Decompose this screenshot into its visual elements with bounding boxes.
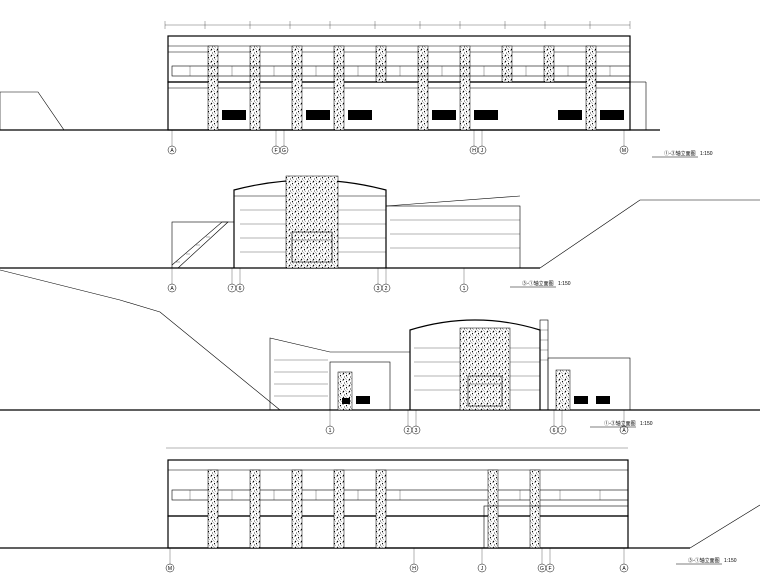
main-hall-outline bbox=[409, 319, 541, 410]
elevation-scale: 1:150 bbox=[700, 151, 713, 157]
axis-tag: 1 bbox=[463, 286, 466, 292]
axis-tag: J bbox=[481, 148, 484, 154]
axis-tag: G bbox=[540, 566, 544, 572]
elevation-1: A F G H J M ①-③轴立面图 1:150 bbox=[0, 21, 713, 158]
axis-tag: J bbox=[481, 566, 484, 572]
axis-tag: F bbox=[274, 148, 277, 154]
axis-tag: F bbox=[548, 566, 551, 572]
axis-tag: A bbox=[170, 148, 174, 154]
elevation-title: ①-③轴立面图 bbox=[604, 420, 636, 427]
stone-piers bbox=[207, 469, 541, 549]
axis-tag: G bbox=[282, 148, 286, 154]
axis-tag: 6 bbox=[553, 428, 556, 434]
axis-tag: H bbox=[412, 566, 416, 572]
terrain-slope-left bbox=[0, 269, 281, 411]
axis-tag: 2 bbox=[407, 428, 410, 434]
elevation-title: ③-①轴立面图 bbox=[688, 557, 720, 564]
elevation-scale: 1:150 bbox=[558, 281, 571, 287]
elevation-4: M H J G F A ③-①轴立面图 1:150 bbox=[0, 447, 760, 573]
siding-lines bbox=[414, 347, 540, 391]
terrain-slope-right bbox=[689, 504, 760, 549]
axis-line-group bbox=[169, 548, 625, 564]
axis-tag: A bbox=[622, 428, 626, 434]
right-wing bbox=[483, 505, 629, 549]
chimney-ladder bbox=[539, 319, 549, 411]
upper-wall bbox=[167, 35, 631, 83]
axis-line-group bbox=[329, 410, 625, 426]
window-strip-mullions bbox=[189, 490, 601, 500]
axis-tag: 6 bbox=[239, 286, 242, 292]
elevation-scale: 1:150 bbox=[724, 558, 737, 564]
lower-wall bbox=[167, 81, 631, 131]
axis-tag: 7 bbox=[561, 428, 564, 434]
axis-tag: H bbox=[472, 148, 476, 154]
axis-tag: M bbox=[168, 566, 172, 572]
elevation-title: ①-③轴立面图 bbox=[664, 150, 696, 157]
axis-bubble-group: 1 2 3 6 7 A bbox=[325, 425, 629, 435]
axis-bubble-group: M H J G F A bbox=[165, 563, 629, 573]
axis-tag: A bbox=[170, 286, 174, 292]
dimension-ticks bbox=[164, 21, 631, 29]
elevation-title: ③-①轴立面图 bbox=[522, 280, 554, 287]
axis-bubble-group: A 7 6 3 2 1 bbox=[167, 283, 469, 293]
axis-line-group bbox=[171, 268, 465, 284]
stone-tower bbox=[459, 327, 511, 411]
axis-tag: M bbox=[622, 148, 626, 154]
windows-lower bbox=[222, 110, 624, 120]
axis-tag: 7 bbox=[231, 286, 234, 292]
elevation-3: 1 2 3 6 7 A ①-③轴立面图 1:150 bbox=[0, 269, 760, 435]
terrain-slope-left bbox=[0, 91, 65, 131]
upper-wall bbox=[167, 459, 629, 517]
elevation-scale: 1:150 bbox=[640, 421, 653, 427]
siding-lines bbox=[274, 359, 328, 397]
axis-tag: 3 bbox=[415, 428, 418, 434]
stone-tower bbox=[285, 175, 339, 269]
siding-lines bbox=[240, 209, 520, 253]
terrain-slope-right bbox=[539, 199, 760, 269]
axis-tag: A bbox=[622, 566, 626, 572]
exterior-stair bbox=[171, 221, 229, 269]
axis-bubble-group: A F G H J M bbox=[167, 145, 629, 155]
window-strip-upper bbox=[171, 65, 631, 77]
axis-tag: 1 bbox=[329, 428, 332, 434]
axis-tag: 2 bbox=[385, 286, 388, 292]
elevation-2: A 7 6 3 2 1 ③-①轴立面图 1:150 bbox=[0, 175, 760, 293]
lower-wall bbox=[167, 515, 629, 549]
axis-line-group bbox=[171, 130, 625, 146]
axis-tag: 3 bbox=[377, 286, 380, 292]
stone-piers bbox=[207, 45, 597, 131]
